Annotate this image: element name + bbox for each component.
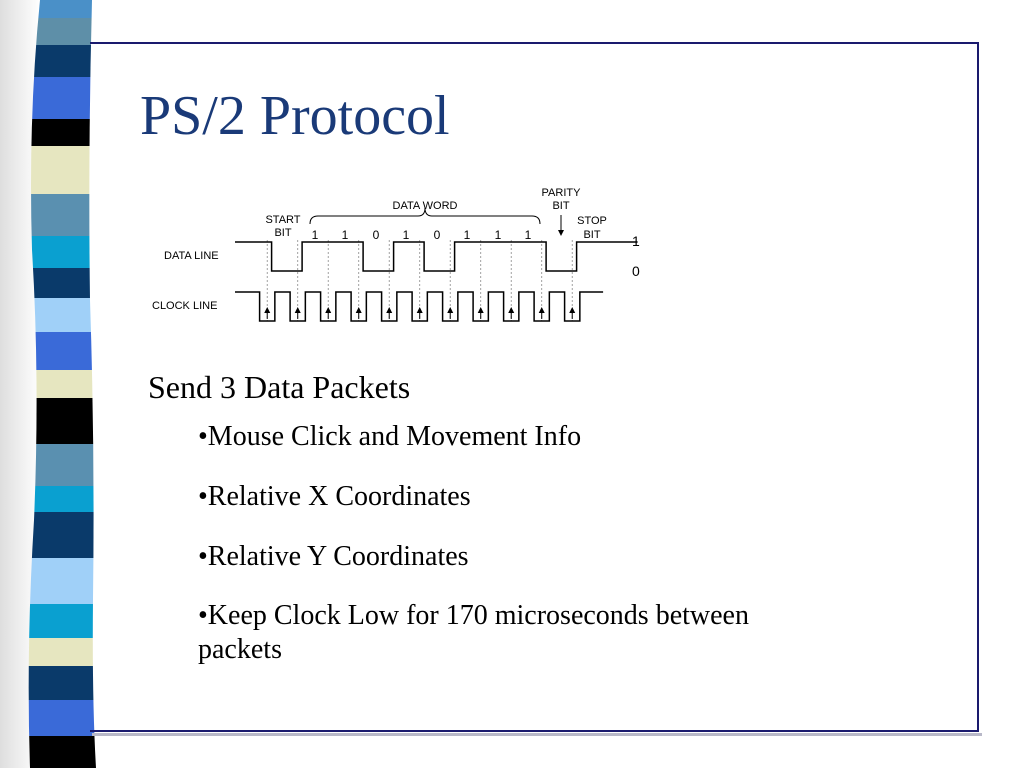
parity-bit-label-line2: BIT <box>552 200 569 212</box>
bullet-item: •Mouse Click and Movement Info <box>198 421 582 453</box>
data-word-brace <box>309 207 541 225</box>
clock-edge-arrows <box>264 307 576 319</box>
content-frame-shadow <box>92 733 982 736</box>
clock-line-label: CLOCK LINE <box>152 300 217 312</box>
main-point: Send 3 Data Packets <box>148 369 411 405</box>
parity-bit-label-line1: PARITY <box>542 187 582 199</box>
clock-edge-arrow <box>264 307 271 313</box>
data-bit-value: 1 <box>403 228 410 242</box>
clock-edge-arrow <box>569 307 576 313</box>
data-line-waveform <box>235 241 638 272</box>
ps2-timing-diagram: START BIT DATA WORD PARITY BIT STOP BIT … <box>152 187 640 322</box>
data-bit-value: 1 <box>342 228 349 242</box>
logic-high-label: 1 <box>632 233 640 249</box>
stop-bit-label-line2: BIT <box>583 229 600 241</box>
stop-bit-label-line1: STOP <box>577 215 607 227</box>
decorative-stripe-bar <box>0 0 97 768</box>
line-labels: DATA LINE CLOCK LINE <box>152 250 219 312</box>
content-frame <box>90 42 979 732</box>
clock-edge-arrow <box>386 307 393 313</box>
bit-labels: START BIT DATA WORD PARITY BIT STOP BIT <box>265 187 606 241</box>
data-bit-value: 1 <box>495 228 502 242</box>
bullet-list: •Mouse Click and Movement Info •Relative… <box>148 420 778 666</box>
clock-edge-arrow <box>477 307 484 313</box>
slide-body: Send 3 Data Packets •Mouse Click and Mov… <box>148 368 948 692</box>
bullet-item: •Relative X Coordinates <box>198 480 471 512</box>
data-bit-value: 1 <box>312 228 319 242</box>
clock-edge-arrow <box>508 307 515 313</box>
data-bit-value: 0 <box>373 228 380 242</box>
data-bit-values: 1 1 0 1 0 1 1 1 <box>312 228 532 242</box>
clock-edge-arrow <box>538 307 545 313</box>
data-bit-value: 1 <box>525 228 532 242</box>
data-line-label: DATA LINE <box>164 250 219 262</box>
clock-edge-arrow <box>355 307 362 313</box>
data-word-label: DATA WORD <box>393 200 458 212</box>
bullet-item: •Keep Clock Low for 170 microseconds bet… <box>198 600 749 665</box>
data-bit-value: 0 <box>434 228 441 242</box>
logic-low-label: 0 <box>632 263 640 279</box>
clock-edge-arrow <box>447 307 454 313</box>
data-bit-value: 1 <box>464 228 471 242</box>
clock-edge-arrow <box>325 307 332 313</box>
bullet-item: •Relative Y Coordinates <box>198 540 469 572</box>
bit-guide-lines <box>266 240 573 321</box>
level-labels: 1 0 <box>632 233 640 279</box>
clock-edge-arrow <box>416 307 423 313</box>
clock-edge-arrow <box>294 307 301 313</box>
slide-title: PS/2 Protocol <box>140 85 450 147</box>
parity-bit-arrow <box>558 215 564 236</box>
start-bit-label-line1: START <box>265 214 300 226</box>
start-bit-label-line2: BIT <box>274 227 291 239</box>
clock-line-waveform <box>235 291 604 322</box>
